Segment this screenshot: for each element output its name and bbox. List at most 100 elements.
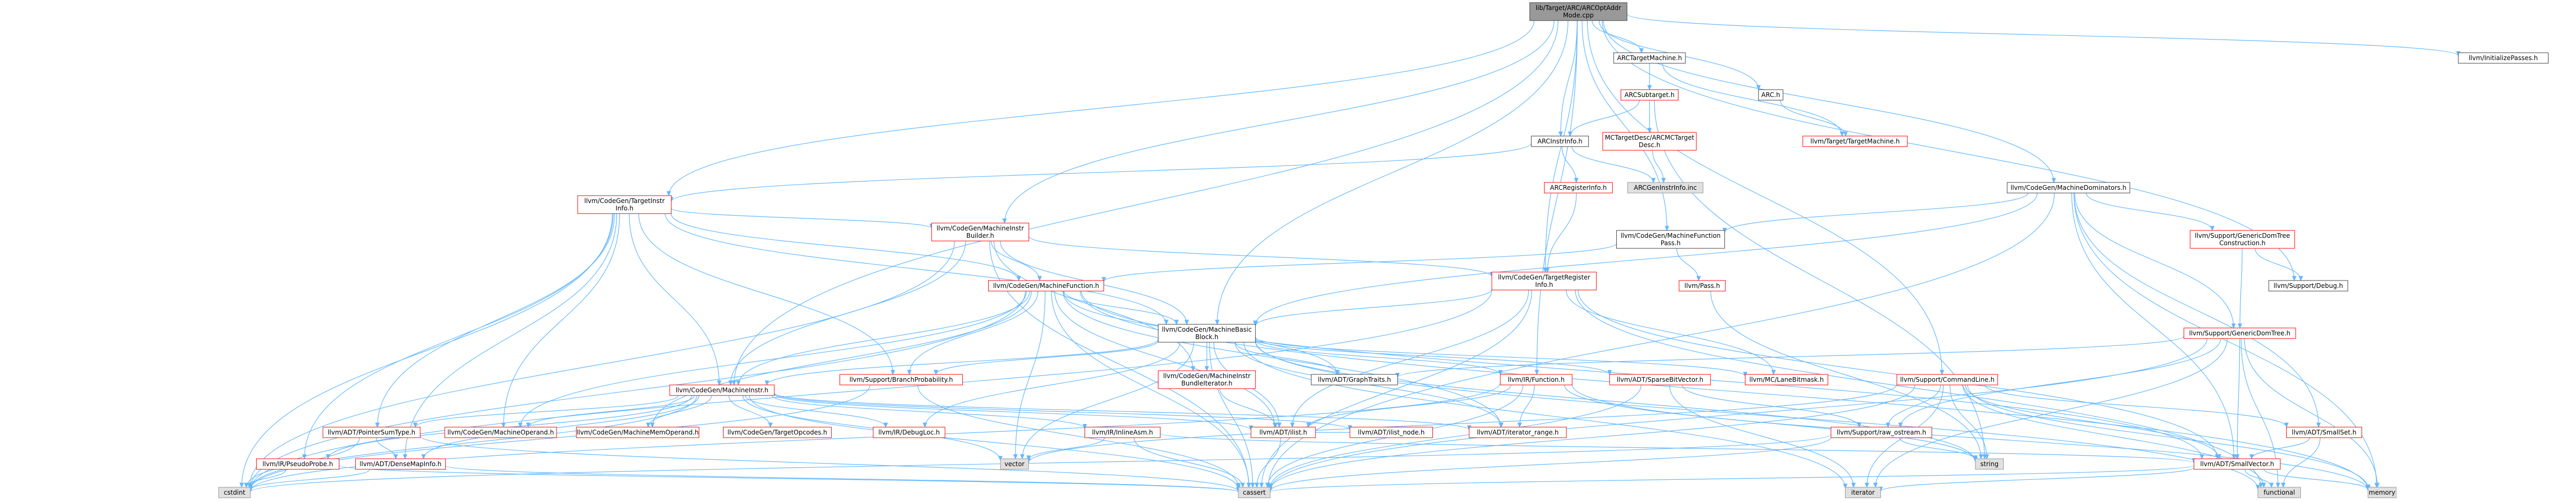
graph-edge-mfpass-pass [1676, 248, 1701, 282]
graph-edges [239, 14, 2461, 493]
graph-edge-root-arctm [1592, 20, 1644, 54]
graph-node-gdtc[interactable]: llvm/Support/GenericDomTreeConstruction.… [2190, 230, 2295, 249]
edge-line [1103, 243, 1617, 282]
graph-node-debug[interactable]: llvm/Support/Debug.h [2268, 280, 2348, 292]
edge-arrowhead [1873, 482, 1878, 488]
graph-node-mo[interactable]: llvm/CodeGen/MachineOperand.h [444, 427, 557, 438]
graph-node-ptrsum[interactable]: llvm/ADT/PointerSumType.h [323, 427, 421, 438]
graph-node-densemap[interactable]: llvm/ADT/DenseMapInfo.h [355, 458, 446, 470]
graph-node-arcgen[interactable]: ARCGenInstrInfo.inc [1627, 182, 1704, 194]
edge-line [1261, 289, 1533, 488]
graph-node-arctm[interactable]: ARCTargetMachine.h [1613, 52, 1686, 64]
graph-node-cmdline[interactable]: llvm/Support/CommandLine.h [1896, 374, 1998, 385]
edge-arrowhead [1984, 454, 1989, 460]
graph-node-smallvec[interactable]: llvm/ADT/SmallVector.h [2193, 458, 2281, 470]
node-label: llvm/ADT/SmallVector.h [2200, 460, 2274, 468]
graph-node-gdt[interactable]: llvm/Support/GenericDomTree.h [2183, 327, 2296, 339]
edge-line [1235, 342, 1338, 375]
graph-node-mf[interactable]: llvm/CodeGen/MachineFunction.h [988, 280, 1104, 292]
graph-node-mmo[interactable]: llvm/CodeGen/MachineMemOperand.h [576, 427, 699, 438]
graph-node-arcreg[interactable]: ARCRegisterInfo.h [1544, 182, 1613, 194]
graph-edge-gdtc-debug [2255, 248, 2304, 282]
edge-arrowhead [1020, 454, 1024, 460]
node-box [1529, 2, 1627, 21]
edge-line [1062, 291, 1501, 428]
graph-edge-pseudoprobe-cassert [338, 465, 1241, 493]
graph-edge-gdt-graphtraits [1395, 336, 2184, 378]
graph-node-mi[interactable]: llvm/CodeGen/MachineInstr.h [669, 384, 775, 396]
node-label: llvm/CodeGen/MachineFunction.h [993, 282, 1099, 289]
graph-edge-mdom-mbb [1253, 192, 2038, 326]
graph-node-arcinstr[interactable]: ARCInstrInfo.h [1531, 136, 1589, 147]
graph-node-iterrange[interactable]: llvm/ADT/iterator_range.h [1469, 427, 1567, 438]
node-label: llvm/ADT/SmallSet.h [2292, 429, 2357, 436]
graph-node-tgtmach[interactable]: llvm/Target/TargetMachine.h [1802, 136, 1908, 147]
graph-node-arch[interactable]: ARC.h [1758, 89, 1783, 101]
edge-arrowhead [1259, 482, 1264, 488]
graph-node-ilistnode[interactable]: llvm/ADT/ilist_node.h [1350, 427, 1433, 438]
graph-edge-gdt-iterator [1873, 338, 2228, 488]
edge-line [2251, 437, 2310, 459]
graph-edge-mi-tops [728, 395, 773, 428]
graph-node-lanebm[interactable]: llvm/MC/LaneBitmask.h [1745, 374, 1828, 385]
graph-edge-root-debug [1602, 20, 2297, 282]
edge-line [1875, 338, 2228, 488]
graph-node-pass[interactable]: llvm/Pass.h [1679, 280, 1726, 292]
graph-edge-mdom-gdtc [2086, 192, 2215, 231]
edge-arrowhead [666, 191, 671, 197]
graph-node-vector[interactable]: vector [1000, 458, 1029, 470]
graph-node-graphtraits[interactable]: llvm/ADT/GraphTraits.h [1311, 374, 1398, 385]
graph-node-mdom[interactable]: llvm/CodeGen/MachineDominators.h [2007, 182, 2130, 194]
edge-line [445, 465, 1239, 493]
graph-node-string[interactable]: string [1975, 458, 2004, 470]
graph-node-debugloc[interactable]: llvm/IR/DebugLoc.h [873, 427, 945, 438]
edge-arrowhead [1240, 482, 1245, 488]
edge-arrowhead [1696, 276, 1701, 282]
edge-arrowhead [1651, 178, 1656, 184]
node-label: llvm/ADT/SparseBitVector.h [1617, 376, 1703, 383]
node-label: iterator [1851, 489, 1875, 496]
graph-node-rawos[interactable]: llvm/Support/raw_ostream.h [1830, 427, 1933, 438]
edge-line [1015, 291, 1046, 459]
edge-line [2245, 469, 2272, 488]
graph-node-cassert[interactable]: cassert [1238, 487, 1271, 498]
graph-node-initpasses[interactable]: llvm/InitializePasses.h [2458, 52, 2549, 64]
edge-arrowhead [1026, 455, 1031, 461]
edge-line [1566, 289, 1774, 375]
graph-node-iterator[interactable]: iterator [1845, 487, 1881, 498]
node-label: llvm/CodeGen/TargetRegister [1498, 274, 1590, 281]
edge-arrowhead [768, 422, 773, 428]
edge-line [989, 240, 1250, 488]
graph-node-smallset[interactable]: llvm/ADT/SmallSet.h [2286, 427, 2363, 438]
graph-node-sbv[interactable]: llvm/ADT/SparseBitVector.h [1609, 374, 1711, 385]
edge-arrowhead [1568, 131, 1573, 137]
graph-node-functional[interactable]: functional [2258, 487, 2301, 498]
graph-node-tops[interactable]: llvm/CodeGen/TargetOpcodes.h [723, 427, 832, 438]
graph-node-mibundle[interactable]: llvm/CodeGen/MachineInstrBundleIterator.… [1158, 370, 1256, 389]
graph-node-memory[interactable]: memory [2367, 487, 2397, 498]
graph-node-irfunc[interactable]: llvm/IR/Function.h [1500, 374, 1573, 385]
edge-line [1255, 192, 2038, 325]
node-box [873, 427, 945, 438]
edge-line [1880, 467, 2194, 491]
graph-node-arcsub[interactable]: ARCSubtarget.h [1621, 89, 1679, 101]
graph-node-bp[interactable]: llvm/Support/BranchProbability.h [840, 374, 963, 385]
graph-node-cstdint[interactable]: cstdint [218, 487, 251, 498]
edge-line [419, 436, 1239, 492]
graph-node-pseudoprobe[interactable]: llvm/IR/PseudoProbe.h [256, 458, 339, 470]
node-label: functional [2263, 489, 2295, 496]
graph-edge-smallvec-functional [2245, 469, 2274, 488]
graph-node-inlineasm[interactable]: llvm/IR/InlineAsm.h [1084, 427, 1161, 438]
edge-arrowhead [1184, 320, 1189, 325]
node-box [1609, 374, 1711, 385]
node-box [444, 427, 557, 438]
graph-node-ilist[interactable]: llvm/ADT/ilist.h [1251, 427, 1316, 438]
graph-edge-mctd-arcgen [1652, 150, 1666, 184]
